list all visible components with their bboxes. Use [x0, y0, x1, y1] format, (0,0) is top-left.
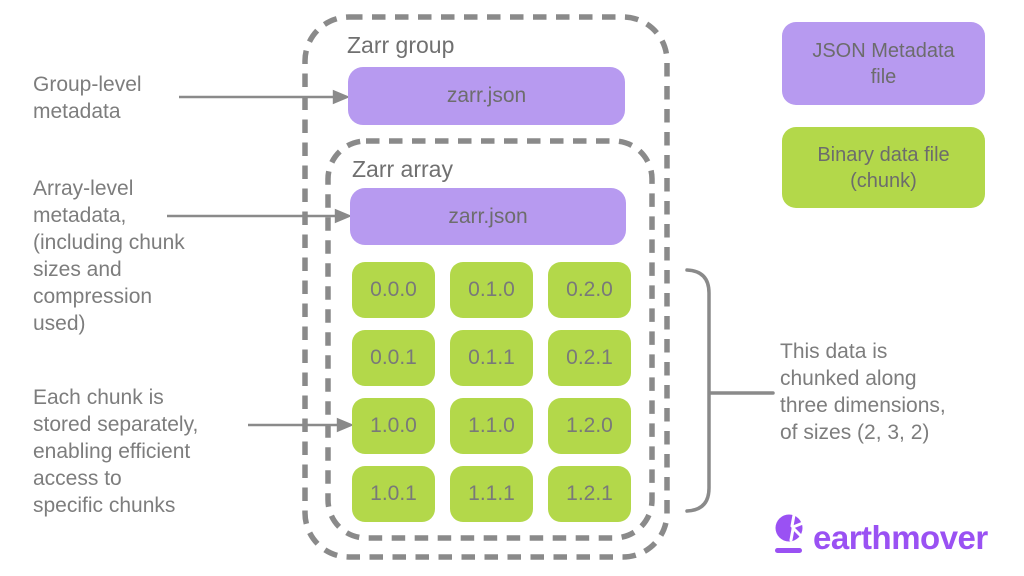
- group-metadata-arrow: [179, 89, 351, 105]
- earthmover-wordmark: earthmover: [813, 519, 988, 556]
- chunk-box: 1.2.0: [548, 398, 631, 454]
- chunk-box: 0.0.0: [352, 262, 435, 318]
- chunk-box: 1.0.1: [352, 466, 435, 522]
- chunk-dimensions-note: This data is chunked along three dimensi…: [780, 340, 946, 444]
- group-level-metadata-note: Group-level metadata: [33, 73, 142, 123]
- chunk-note-arrow: [248, 417, 355, 433]
- earthmover-logo-icon: [775, 513, 805, 553]
- chunk-storage-note: Each chunk is stored separately, enablin…: [33, 386, 199, 517]
- chunk-box: 1.2.1: [548, 466, 631, 522]
- group-zarr-json-box: zarr.json: [348, 67, 625, 125]
- chunk-box: 0.1.0: [450, 262, 533, 318]
- legend-binary-data-file: Binary data file (chunk): [782, 127, 985, 208]
- chunk-grid: 0.0.0 0.1.0 0.2.0 0.0.1 0.1.1 0.2.1 1.0.…: [352, 262, 631, 522]
- chunk-dimensions-bracket: [685, 268, 775, 513]
- chunk-box: 0.2.0: [548, 262, 631, 318]
- array-metadata-arrow: [167, 208, 353, 224]
- zarr-array-label: Zarr array: [352, 156, 453, 182]
- chunk-box: 0.2.1: [548, 330, 631, 386]
- zarr-array-dashed-border: [325, 138, 655, 541]
- chunk-box: 0.1.1: [450, 330, 533, 386]
- chunk-box: 1.0.0: [352, 398, 435, 454]
- chunk-box: 1.1.0: [450, 398, 533, 454]
- array-zarr-json-box: zarr.json: [350, 188, 626, 245]
- array-level-metadata-note: Array-level metadata, (including chunk s…: [33, 177, 185, 335]
- chunk-box: 0.0.1: [352, 330, 435, 386]
- zarr-group-label: Zarr group: [347, 32, 455, 58]
- zarr-group-dashed-border: [302, 14, 670, 560]
- legend-json-metadata-file: JSON Metadata file: [782, 22, 985, 105]
- chunk-box: 1.1.1: [450, 466, 533, 522]
